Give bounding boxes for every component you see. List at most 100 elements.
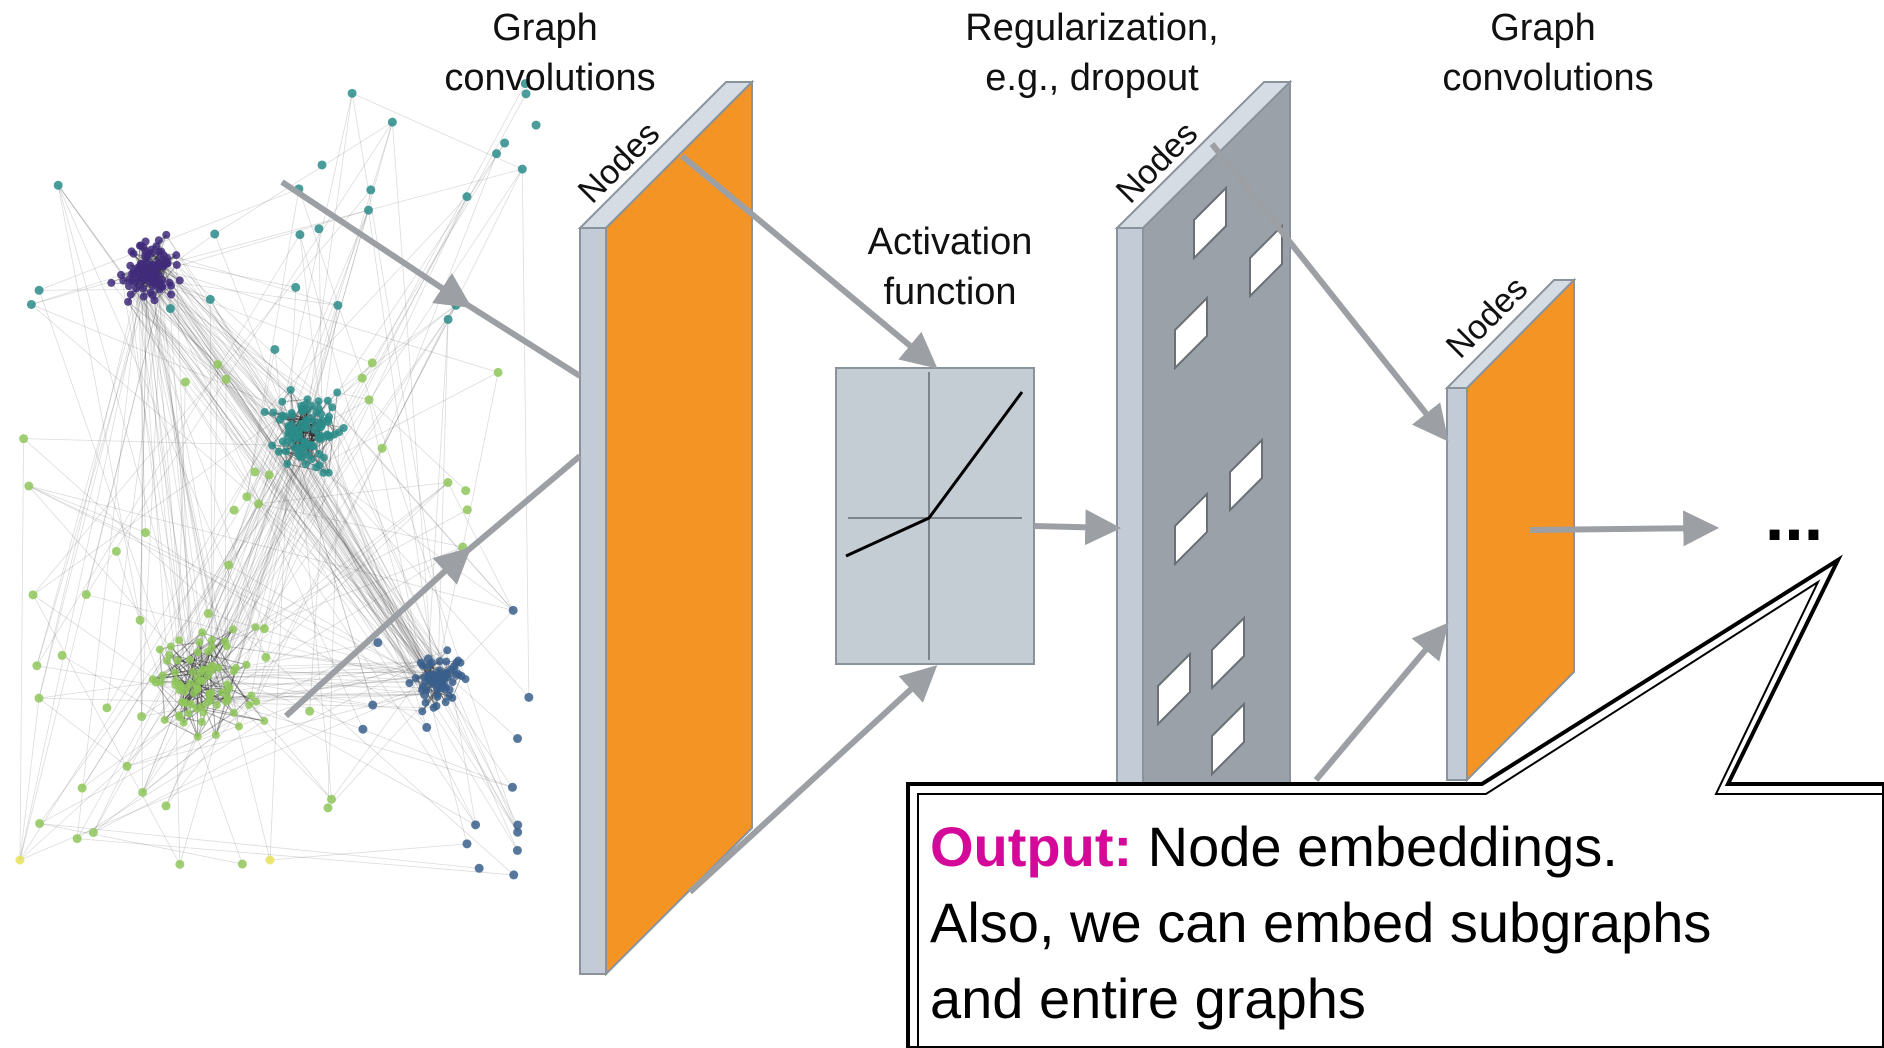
- network-node: [443, 314, 453, 324]
- network-edge: [174, 672, 195, 694]
- network-edge: [254, 471, 429, 676]
- network-node: [310, 425, 319, 434]
- network-edge: [120, 274, 197, 709]
- network-edge: [142, 436, 325, 793]
- network-edge: [147, 281, 427, 691]
- network-node: [32, 661, 42, 671]
- network-edge: [327, 400, 514, 611]
- network-node: [35, 818, 45, 828]
- network-edge: [152, 629, 234, 680]
- network-node: [324, 417, 333, 426]
- network-edge: [368, 399, 466, 491]
- network-edge: [327, 400, 519, 833]
- network-edge: [145, 277, 444, 677]
- network-node: [513, 827, 523, 837]
- network-edge: [174, 641, 226, 673]
- network-edge: [227, 673, 434, 701]
- network-edge: [305, 463, 518, 833]
- network-edge: [161, 279, 429, 677]
- network-edge: [32, 415, 283, 596]
- network-edge: [426, 727, 476, 826]
- network-edge: [57, 185, 141, 621]
- network-node: [188, 668, 197, 677]
- network-edge: [132, 279, 410, 684]
- network-edge: [174, 672, 181, 865]
- network-edge: [93, 658, 429, 833]
- network-edge: [141, 272, 143, 717]
- dropout-layer: Nodes: [1109, 79, 1293, 801]
- network-node: [150, 264, 159, 273]
- input-network-graph: [15, 79, 541, 880]
- network-node: [333, 300, 343, 310]
- network-node: [184, 709, 193, 718]
- network-edge: [166, 660, 203, 707]
- network-node: [363, 205, 373, 215]
- network-edge: [32, 189, 372, 596]
- network-nodes: [15, 79, 541, 880]
- network-edge: [326, 434, 428, 728]
- network-node: [185, 655, 194, 664]
- network-edge: [178, 639, 204, 670]
- network-edge: [251, 434, 300, 696]
- network-node: [288, 411, 297, 420]
- network-node: [291, 282, 301, 292]
- network-edge: [19, 286, 163, 861]
- network-edge: [295, 430, 518, 833]
- network-node: [199, 708, 208, 717]
- network-edge: [142, 263, 441, 678]
- network-node: [293, 449, 302, 458]
- network-edge: [196, 680, 203, 709]
- network-node: [179, 698, 188, 707]
- network-edge: [327, 432, 340, 808]
- network-node: [122, 761, 132, 771]
- network-edge: [258, 503, 463, 548]
- network-node: [237, 859, 247, 869]
- network-edge: [207, 675, 426, 683]
- network-node: [364, 395, 374, 405]
- network-node: [513, 734, 523, 744]
- arrow-network-to-layer1-a-tail: [464, 301, 582, 379]
- network-node: [172, 260, 181, 269]
- network-edge: [139, 281, 240, 727]
- network-node: [197, 717, 206, 726]
- network-node: [136, 260, 145, 269]
- network-node: [333, 388, 342, 397]
- network-node: [221, 637, 230, 646]
- network-node: [165, 304, 175, 314]
- network-edge: [207, 651, 332, 800]
- network-edge: [61, 655, 198, 737]
- network-edge: [228, 564, 433, 684]
- network-edge: [201, 196, 468, 707]
- network-edge: [315, 466, 514, 611]
- callout-line-2: Also, we can embed subgraphs: [930, 891, 1711, 954]
- network-node: [229, 505, 239, 515]
- network-node: [327, 794, 337, 804]
- network-edge: [140, 245, 434, 675]
- network-node: [323, 396, 332, 405]
- network-edge: [282, 210, 369, 442]
- network-node: [180, 377, 190, 387]
- network-node: [286, 385, 295, 394]
- network-node: [102, 703, 112, 713]
- network-edge: [38, 697, 128, 767]
- network-edge: [361, 142, 505, 379]
- network-edge: [38, 290, 180, 691]
- network-edge: [57, 185, 194, 673]
- regularization-label: Regularization,: [965, 7, 1218, 49]
- network-edge: [295, 430, 332, 800]
- network-node: [454, 670, 463, 679]
- network-node: [132, 284, 141, 293]
- network-node: [175, 276, 184, 285]
- network-edge: [39, 642, 378, 824]
- network-edge: [226, 645, 441, 676]
- network-node: [424, 662, 433, 671]
- network-edge: [165, 736, 199, 807]
- network-edge: [141, 267, 446, 703]
- network-edge: [132, 279, 428, 728]
- network-node: [214, 663, 223, 672]
- graph-conv-layer-1: Nodes: [571, 79, 755, 977]
- graph-convolutions-label-2: Graph: [1490, 7, 1596, 49]
- network-node: [162, 230, 171, 239]
- network-edge: [211, 93, 527, 667]
- network-edge: [155, 681, 513, 788]
